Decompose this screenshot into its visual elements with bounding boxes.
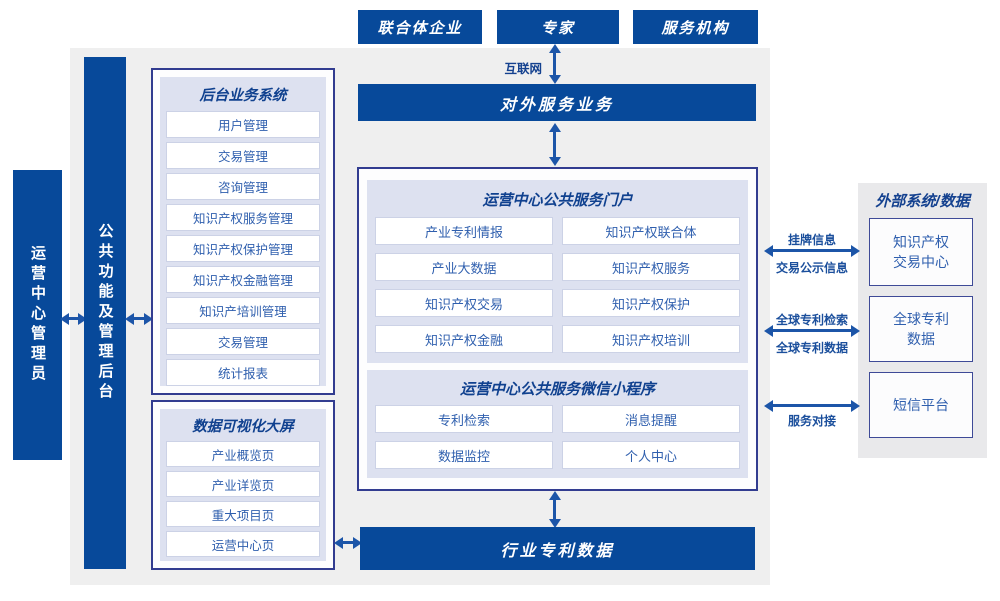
actor-consortium-enterprises: 联合体企业 — [358, 10, 482, 44]
miniprogram-item: 个人中心 — [562, 441, 740, 469]
miniprogram-inner: 运营中心公共服务微信小程序 专利检索 消息提醒 数据监控 个人中心 — [367, 370, 748, 478]
external-service-label: 对外服务业务 — [499, 96, 614, 114]
portal-to-industrydata-arrow — [553, 499, 556, 520]
backend-panel-inner: 后台业务系统 用户管理 交易管理 咨询管理 知识产权服务管理 知识产权保护管理 … — [160, 77, 326, 386]
backend-item: 用户管理 — [166, 111, 320, 138]
operation-center-admin-box: 运营中心管理员 — [13, 170, 62, 460]
ext-box-line: 知识产权 — [893, 233, 949, 250]
portal-row: 产业专利情报 知识产权联合体 — [375, 217, 740, 245]
portal-item: 知识产权保护 — [562, 289, 740, 317]
external-service-bar: 对外服务业务 — [358, 84, 756, 121]
portal-inner: 运营中心公共服务门户 产业专利情报 知识产权联合体 产业大数据 知识产权服务 知… — [367, 180, 748, 363]
backendbar-to-panel-arrow — [133, 317, 145, 320]
dataviz-panel-inner: 数据可视化大屏 产业概览页 产业详览页 重大项目页 运营中心页 — [160, 409, 326, 561]
miniprogram-item: 数据监控 — [375, 441, 553, 469]
actor-label: 联合体企业 — [377, 19, 463, 37]
backend-item: 知识产权保护管理 — [166, 235, 320, 262]
portal-item: 知识产权金融 — [375, 325, 553, 353]
portal-row: 知识产权金融 知识产权培训 — [375, 325, 740, 353]
actor-service-organizations: 服务机构 — [633, 10, 758, 44]
backend-item: 交易管理 — [166, 142, 320, 169]
miniprogram-title: 运营中心公共服务微信小程序 — [459, 381, 655, 398]
dataviz-item: 产业概览页 — [166, 441, 320, 467]
miniprogram-item: 专利检索 — [375, 405, 553, 433]
external-panel-title: 外部系统/数据 — [875, 193, 970, 210]
industry-patent-data-bar: 行业专利数据 — [360, 527, 755, 570]
dataviz-item: 运营中心页 — [166, 531, 320, 557]
miniprogram-item: 消息提醒 — [562, 405, 740, 433]
link-label-service-docking: 服务对接 — [787, 414, 836, 428]
portal-item: 知识产权服务 — [562, 253, 740, 281]
backend-item: 知识产权金融管理 — [166, 266, 320, 293]
link-label-listing-info: 挂牌信息 — [787, 233, 836, 247]
industry-data-label: 行业专利数据 — [500, 542, 615, 560]
portal-item: 产业专利情报 — [375, 217, 553, 245]
internet-link-arrow — [553, 52, 556, 76]
service-to-portal-arrow — [553, 131, 556, 158]
public-functions-backend-bar: 公共功能及管理后台 — [84, 57, 126, 569]
external-box-global-patent-data: 全球专利 数据 — [869, 296, 973, 362]
portal-item: 知识产权培训 — [562, 325, 740, 353]
link-arrow-global-patent — [772, 329, 852, 332]
actor-label: 服务机构 — [661, 19, 730, 37]
miniprogram-row: 数据监控 个人中心 — [375, 441, 740, 469]
ext-box-line: 短信平台 — [893, 396, 949, 413]
backend-business-system-panel: 后台业务系统 用户管理 交易管理 咨询管理 知识产权服务管理 知识产权保护管理 … — [151, 68, 335, 395]
portal-panel: 运营中心公共服务门户 产业专利情报 知识产权联合体 产业大数据 知识产权服务 知… — [357, 167, 758, 491]
link-arrow-ip-exchange — [772, 249, 852, 252]
ext-box-line: 数据 — [907, 331, 935, 347]
dataviz-item: 产业详览页 — [166, 471, 320, 497]
data-visualization-panel: 数据可视化大屏 产业概览页 产业详览页 重大项目页 运营中心页 — [151, 400, 335, 570]
portal-row: 产业大数据 知识产权服务 — [375, 253, 740, 281]
backend-item: 统计报表 — [166, 359, 320, 386]
link-label-global-patent-search: 全球专利检索 — [775, 313, 848, 327]
internet-label: 互联网 — [504, 62, 542, 76]
link-label-trade-publicity-info: 交易公示信息 — [775, 261, 848, 275]
actor-experts: 专家 — [497, 10, 619, 44]
ext-box-line: 全球专利 — [893, 310, 949, 327]
portal-row: 知识产权交易 知识产权保护 — [375, 289, 740, 317]
miniprogram-row: 专利检索 消息提醒 — [375, 405, 740, 433]
portal-item: 知识产权联合体 — [562, 217, 740, 245]
actor-label: 专家 — [540, 19, 575, 37]
dataviz-item: 重大项目页 — [166, 501, 320, 527]
external-box-ip-exchange-center: 知识产权 交易中心 — [869, 218, 973, 286]
backend-bar-label: 公共功能及管理后台 — [96, 223, 114, 403]
external-box-sms-platform: 短信平台 — [869, 372, 973, 438]
link-arrow-sms — [772, 404, 852, 407]
admin-label: 运营中心管理员 — [29, 245, 46, 385]
backend-item: 交易管理 — [166, 328, 320, 355]
portal-item: 产业大数据 — [375, 253, 553, 281]
portal-item: 知识产权交易 — [375, 289, 553, 317]
portal-title: 运营中心公共服务门户 — [482, 192, 633, 209]
dataviz-to-industrydata-arrow — [342, 541, 354, 544]
dataviz-panel-title: 数据可视化大屏 — [192, 419, 294, 435]
link-label-global-patent-data: 全球专利数据 — [775, 341, 848, 355]
backend-item: 知识产权服务管理 — [166, 204, 320, 231]
backend-panel-title: 后台业务系统 — [199, 88, 287, 104]
ext-box-line: 交易中心 — [893, 254, 949, 270]
admin-to-backend-arrow — [68, 317, 79, 320]
backend-item: 咨询管理 — [166, 173, 320, 200]
backend-item: 知识产培训管理 — [166, 297, 320, 324]
